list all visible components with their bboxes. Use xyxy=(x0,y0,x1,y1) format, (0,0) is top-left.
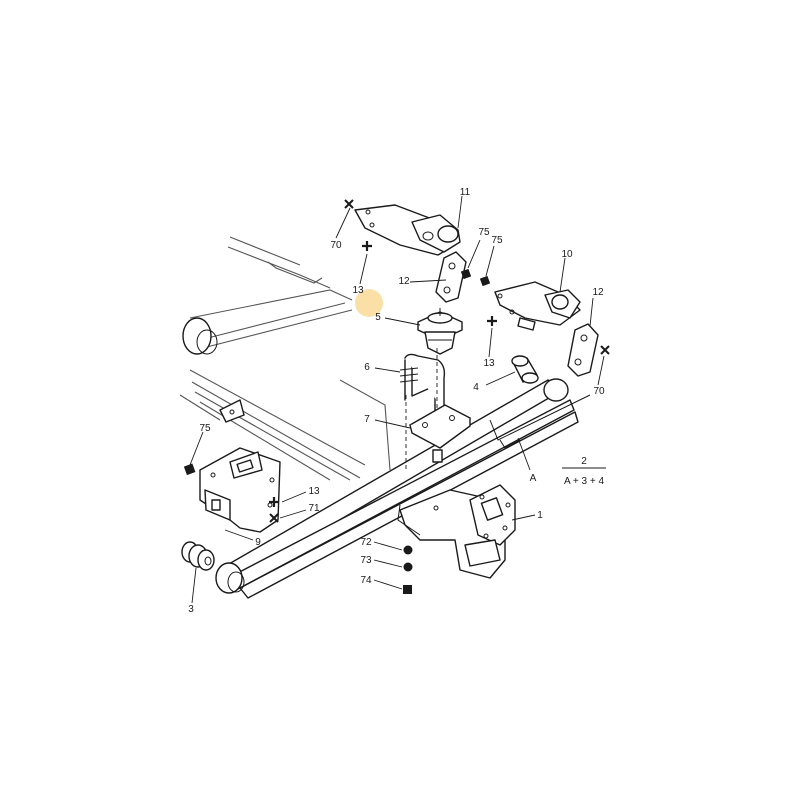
assembly-legend: 2 A + 3 + 4 xyxy=(564,456,604,487)
plus-icon xyxy=(487,316,497,326)
symbols xyxy=(183,199,610,594)
square-icon xyxy=(403,585,412,594)
callout-10: 10 xyxy=(561,249,573,260)
cross-x-icon xyxy=(600,345,610,355)
bump-stop-part-5 xyxy=(417,308,463,355)
callout-71: 71 xyxy=(308,503,320,514)
callout-70: 70 xyxy=(330,240,342,251)
callout-75: 75 xyxy=(491,235,503,246)
dot-icon xyxy=(403,562,413,572)
callout-3: 3 xyxy=(188,604,194,615)
callout-12: 12 xyxy=(592,287,604,298)
bush-part-4 xyxy=(511,355,539,384)
plus-icon xyxy=(362,241,372,251)
cross-x-icon xyxy=(344,199,354,209)
callout-A: A xyxy=(530,473,537,484)
callout-7: 7 xyxy=(364,414,370,425)
callout-4: 4 xyxy=(473,382,479,393)
front-bracket-part-9 xyxy=(199,399,281,533)
bush-part-3 xyxy=(181,541,215,571)
callout-13: 13 xyxy=(308,486,320,497)
callouts: 11 70 13 75 75 10 12 12 5 13 70 6 4 7 A … xyxy=(188,187,605,615)
callout-9: 9 xyxy=(255,537,261,548)
callout-12: 12 xyxy=(398,276,410,287)
cross-x-icon xyxy=(269,513,279,523)
dot-icon xyxy=(403,545,413,555)
plus-icon xyxy=(269,497,279,507)
rear-bracket-part-1 xyxy=(397,484,516,579)
callout-6: 6 xyxy=(364,362,370,373)
legend-bottom: A + 3 + 4 xyxy=(564,476,604,487)
shackle-plate-part-11 xyxy=(354,204,461,256)
callout-72: 72 xyxy=(360,537,372,548)
callout-5: 5 xyxy=(375,312,381,323)
square-icon xyxy=(183,463,196,476)
u-bolt-part-6 xyxy=(399,353,446,421)
link-plate-part-12a xyxy=(435,251,467,303)
highlight-marker xyxy=(355,289,383,317)
background-chassis xyxy=(179,236,391,481)
clamp-plate-part-7 xyxy=(405,348,471,470)
callout-70: 70 xyxy=(593,386,605,397)
callout-11: 11 xyxy=(460,187,471,198)
callout-75: 75 xyxy=(478,227,490,238)
leader-lines xyxy=(189,195,606,604)
leaf-spring xyxy=(215,378,591,599)
square-icon xyxy=(460,268,472,280)
callout-13: 13 xyxy=(483,358,495,369)
callout-13: 13 xyxy=(352,285,364,296)
shackle-plate-part-10 xyxy=(494,281,581,331)
legend-top: 2 xyxy=(581,456,587,467)
callout-75: 75 xyxy=(199,423,211,434)
callout-74: 74 xyxy=(360,575,372,586)
callout-73: 73 xyxy=(360,555,372,566)
link-plate-part-12b xyxy=(567,323,599,377)
square-icon xyxy=(479,275,491,287)
callout-1: 1 xyxy=(537,510,543,521)
